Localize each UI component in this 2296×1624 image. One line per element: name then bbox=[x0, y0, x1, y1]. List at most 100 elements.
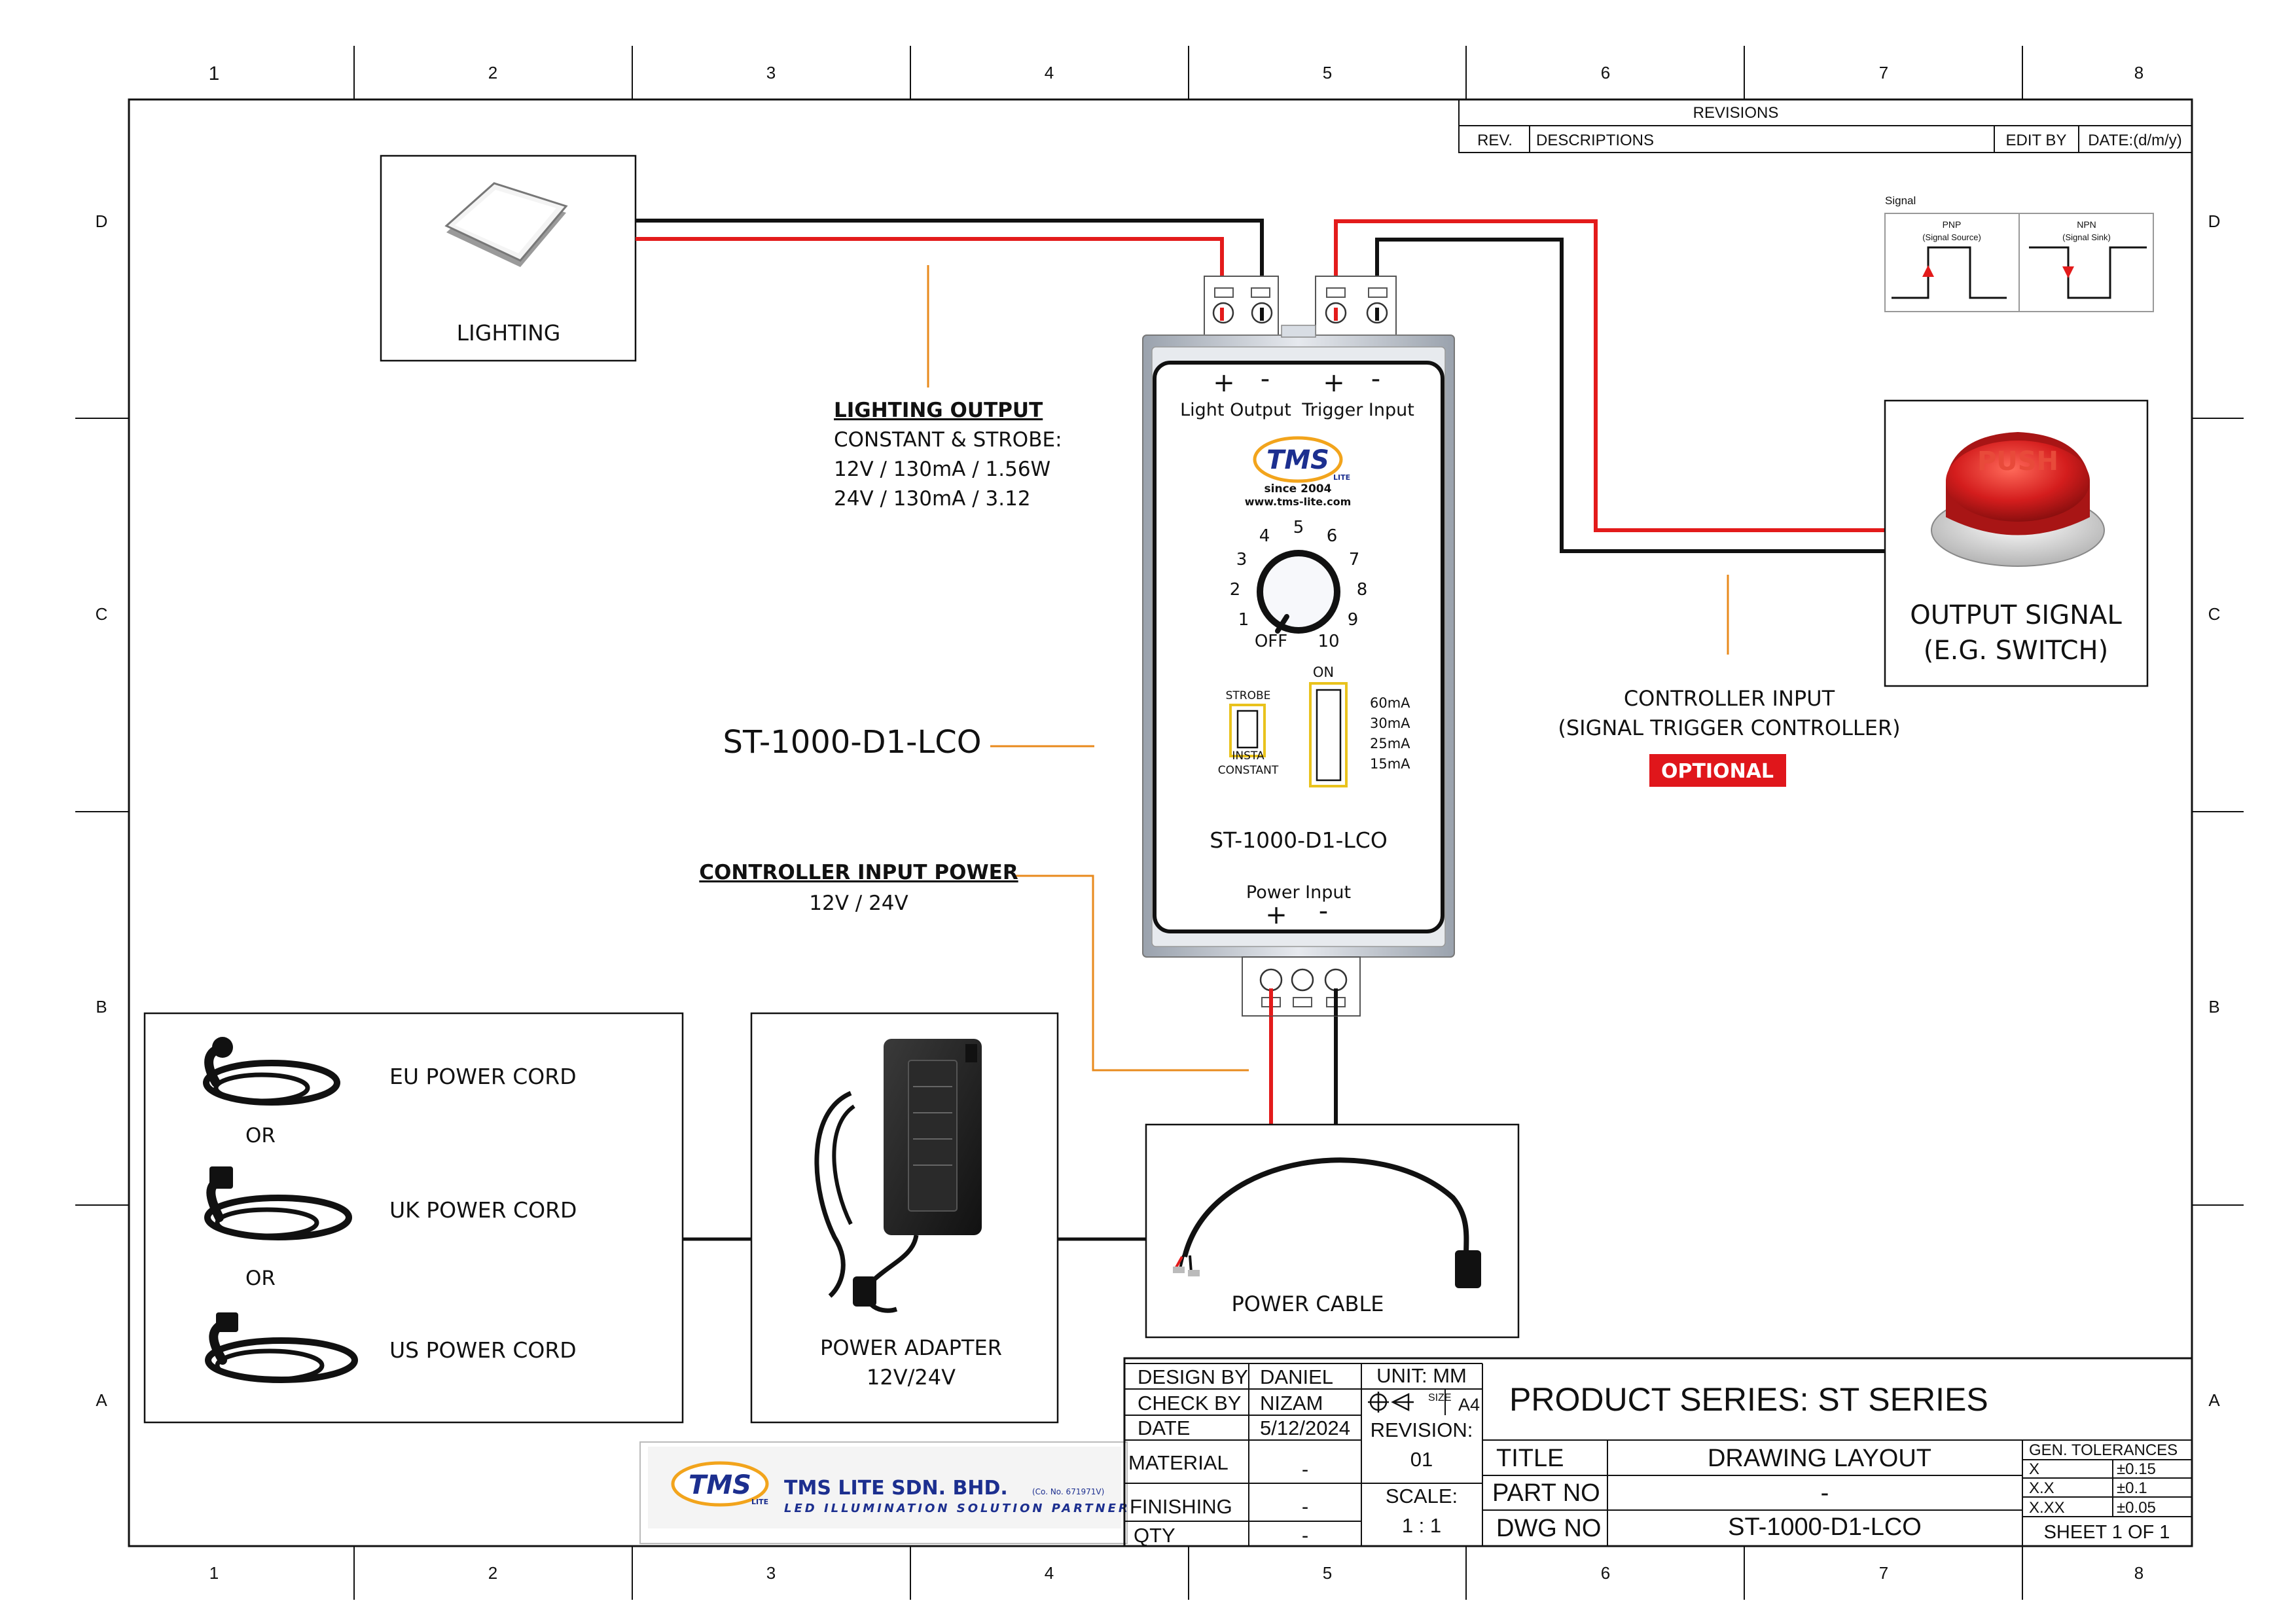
dial-mark: 10 bbox=[1318, 632, 1339, 651]
mode-insta-label: INSTA bbox=[1232, 749, 1265, 763]
power-input-plus: + bbox=[1265, 900, 1287, 930]
lighting-output-line: CONSTANT & STROBE: bbox=[834, 428, 1062, 452]
controller-top-labels: + - + - Light Output Trigger Input bbox=[1180, 364, 1414, 420]
row-label-right: A bbox=[2208, 1390, 2220, 1410]
dial-mark: 7 bbox=[1349, 550, 1360, 569]
signal-legend: Signal PNP (Signal Source) NPN (Signal S… bbox=[1884, 194, 2154, 312]
frame-labels: 1 2 3 4 5 6 7 8 1 2 3 4 5 6 7 8 D C B A … bbox=[96, 63, 2221, 1583]
col-label-bottom: 2 bbox=[488, 1563, 497, 1583]
controller-input-power-annotation: CONTROLLER INPUT POWER 12V / 24V bbox=[699, 861, 1018, 915]
material-label: MATERIAL bbox=[1128, 1451, 1229, 1474]
output-signal-label: OUTPUT SIGNAL bbox=[1910, 600, 2122, 630]
dwg-no-label: DWG NO bbox=[1496, 1515, 1601, 1542]
lighting-output-line: 24V / 130mA / 3.12 bbox=[834, 487, 1031, 511]
wire-light-black bbox=[636, 219, 1264, 308]
current-switch: ON 60mA 30mA 25mA 15mA bbox=[1309, 664, 1410, 787]
col-label-top: 6 bbox=[1601, 63, 1610, 82]
light-output-plus: + bbox=[1213, 368, 1235, 398]
controller-input-line2: (SIGNAL TRIGGER CONTROLLER) bbox=[1558, 715, 1900, 740]
col-label-top: 2 bbox=[488, 63, 497, 82]
title-value: DRAWING LAYOUT bbox=[1708, 1445, 1931, 1472]
size-label: SIZE bbox=[1428, 1392, 1452, 1403]
company-name: TMS LITE SDN. BHD. bbox=[784, 1477, 1008, 1500]
sheet-number: SHEET 1 OF 1 bbox=[2044, 1522, 2170, 1543]
scale-label: SCALE: bbox=[1386, 1485, 1458, 1507]
power-adapter-label: POWER ADAPTER bbox=[820, 1335, 1002, 1360]
logo-text: TMS bbox=[1266, 445, 1329, 475]
col-label-bottom: 8 bbox=[2134, 1563, 2144, 1583]
material-value: - bbox=[1302, 1458, 1308, 1481]
uk-power-cord-label: UK POWER CORD bbox=[389, 1197, 577, 1223]
col-label-bottom: 3 bbox=[766, 1563, 776, 1583]
power-adapter-icon bbox=[814, 1039, 982, 1313]
model-label: ST-1000-D1-LCO bbox=[723, 724, 981, 761]
output-signal-component: PUSH OUTPUT SIGNAL (E.G. SWITCH) bbox=[1884, 399, 2149, 687]
dwg-no-value: ST-1000-D1-LCO bbox=[1728, 1513, 1922, 1541]
controller-input-power-value: 12V / 24V bbox=[809, 892, 908, 915]
tolerance-format: X bbox=[2029, 1460, 2039, 1478]
tolerance-format: X.X bbox=[2029, 1479, 2054, 1497]
trigger-input-plus: + bbox=[1323, 368, 1345, 398]
revisions-header-edit-by: EDIT BY bbox=[2006, 132, 2067, 149]
part-no-label: PART NO bbox=[1492, 1479, 1600, 1507]
npn-title: NPN bbox=[2077, 219, 2096, 230]
current-value: 60mA bbox=[1370, 695, 1410, 711]
col-label-bottom: 1 bbox=[209, 1563, 219, 1583]
company-strip: TMS LITE TMS LITE SDN. BHD. (Co. No. 671… bbox=[639, 1441, 1128, 1544]
revisions-table: REVISIONS REV. DESCRIPTIONS EDIT BY DATE… bbox=[1458, 99, 2193, 153]
mode-constant-label: CONSTANT bbox=[1218, 764, 1279, 777]
us-plug-head bbox=[216, 1312, 238, 1332]
current-on-label: ON bbox=[1313, 664, 1334, 680]
design-by-value: DANIEL bbox=[1260, 1365, 1333, 1388]
col-label-bottom: 6 bbox=[1601, 1563, 1610, 1583]
controller-input-annotation: CONTROLLER INPUT (SIGNAL TRIGGER CONTROL… bbox=[1558, 686, 1901, 787]
mode-strobe-label: STROBE bbox=[1226, 689, 1271, 702]
revisions-title: REVISIONS bbox=[1693, 104, 1779, 122]
col-label-bottom: 4 bbox=[1045, 1563, 1054, 1583]
company-logo-text: TMS bbox=[689, 1470, 751, 1500]
check-by-label: CHECK BY bbox=[1138, 1392, 1241, 1415]
or-label: OR bbox=[245, 1124, 276, 1147]
revisions-header-date: DATE:(d/m/y) bbox=[2088, 132, 2182, 149]
date-value: 5/12/2024 bbox=[1260, 1416, 1350, 1439]
optional-badge-text: OPTIONAL bbox=[1661, 760, 1774, 783]
current-value: 15mA bbox=[1370, 756, 1410, 772]
lighting-label: LIGHTING bbox=[457, 320, 561, 346]
npn-waveform bbox=[2029, 246, 2147, 299]
controller-model: ST-1000-D1-LCO bbox=[1210, 827, 1388, 853]
dial-mark: 8 bbox=[1357, 580, 1368, 600]
power-cable-label: POWER CABLE bbox=[1232, 1291, 1384, 1316]
pnp-subtitle: (Signal Source) bbox=[1922, 232, 1981, 242]
tolerance-value: ±0.15 bbox=[2117, 1460, 2156, 1478]
terminal-trigger-input bbox=[1315, 276, 1397, 336]
current-value: 25mA bbox=[1370, 736, 1410, 751]
qty-value: - bbox=[1302, 1524, 1308, 1547]
size-value: A4 bbox=[1458, 1395, 1480, 1415]
row-label-right: B bbox=[2208, 997, 2219, 1017]
tolerances-title: GEN. TOLERANCES bbox=[2029, 1441, 2178, 1459]
npn-arrow-down-icon bbox=[2062, 266, 2074, 278]
eu-power-cord-label: EU POWER CORD bbox=[389, 1064, 577, 1089]
pnp-waveform bbox=[1892, 246, 2007, 299]
controller-input-power-heading: CONTROLLER INPUT POWER bbox=[699, 861, 1018, 884]
npn-subtitle: (Signal Sink) bbox=[2062, 232, 2111, 242]
dial-mark: 3 bbox=[1236, 550, 1247, 569]
pnp-title: PNP bbox=[1943, 219, 1962, 230]
tolerance-format: X.XX bbox=[2029, 1499, 2065, 1517]
check-by-value: NIZAM bbox=[1260, 1392, 1323, 1415]
tolerance-value: ±0.05 bbox=[2117, 1499, 2156, 1517]
push-button-text: PUSH bbox=[1977, 446, 2058, 477]
signal-legend-title: Signal bbox=[1885, 194, 1916, 207]
revision-label: REVISION: bbox=[1371, 1418, 1473, 1441]
optional-badge bbox=[1649, 754, 1786, 787]
power-cords-component: EU POWER CORD OR UK POWER CORD OR US POW… bbox=[143, 1012, 684, 1424]
controller-device: + - + - Light Output Trigger Input TMS L… bbox=[1142, 276, 1455, 1017]
title-block: DESIGN BY DANIEL CHECK BY NIZAM DATE 5/1… bbox=[1123, 1357, 2193, 1547]
power-input-label: Power Input bbox=[1246, 882, 1351, 903]
projection-symbol-icon bbox=[1368, 1392, 1414, 1413]
col-label-top: 5 bbox=[1323, 63, 1332, 82]
push-button-icon: PUSH bbox=[1931, 432, 2105, 567]
wire-trigger-black bbox=[1375, 238, 1895, 553]
scale-value: 1 : 1 bbox=[1402, 1514, 1441, 1537]
row-label-left: A bbox=[96, 1390, 107, 1410]
